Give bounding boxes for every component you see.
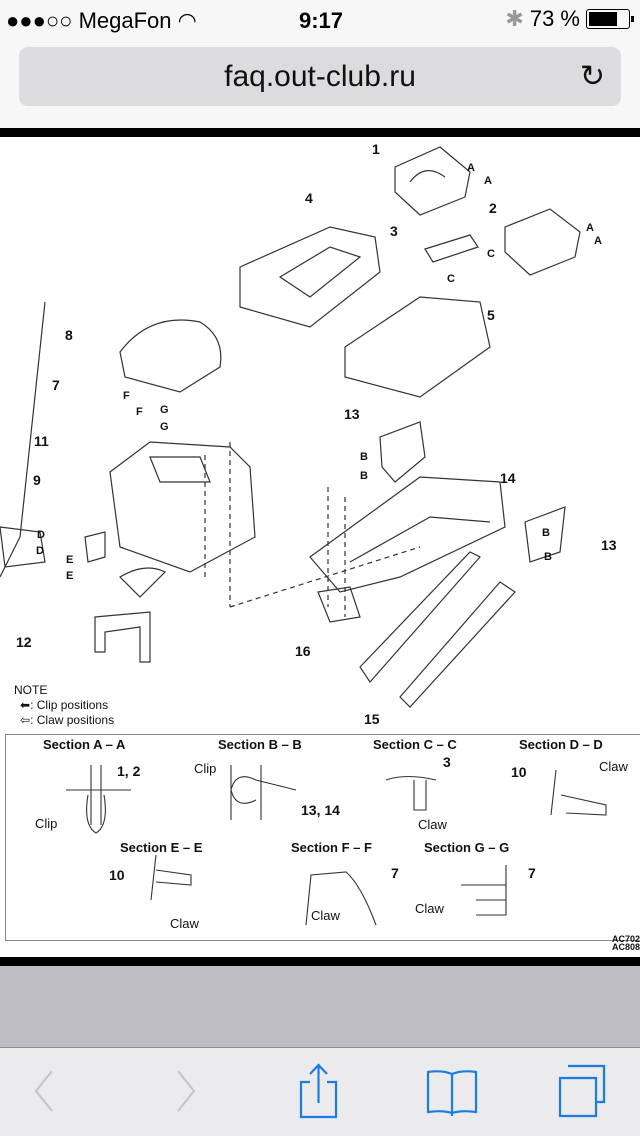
section-c-title: Section C – C <box>373 737 457 752</box>
reload-icon[interactable]: ↻ <box>579 60 605 93</box>
label-f: F <box>136 406 143 418</box>
section-drawings <box>66 765 607 926</box>
label-e: E <box>66 570 74 582</box>
image-border-bottom <box>0 957 640 966</box>
callout: 10 <box>511 764 527 780</box>
label-4: 4 <box>305 190 313 206</box>
label-11: 11 <box>34 433 49 449</box>
callout: Clip <box>194 761 217 776</box>
section-g-title: Section G – G <box>424 840 510 855</box>
part-13-left <box>379 421 426 483</box>
label-a: A <box>594 235 602 247</box>
label-g: G <box>160 404 169 416</box>
signal-icon: ●●●○○ <box>6 8 73 33</box>
label-12: 12 <box>16 634 32 650</box>
part-4 <box>239 226 381 328</box>
image-border-top <box>0 128 640 137</box>
leader-line <box>0 301 46 578</box>
section-f-title: Section F – F <box>291 840 372 855</box>
label-8: 8 <box>65 327 73 343</box>
part-8-armrest <box>119 319 222 393</box>
part-16 <box>317 586 361 623</box>
browser-toolbar <box>0 1048 640 1136</box>
section-d-title: Section D – D <box>519 737 603 752</box>
section-views: Section A – A 1, 2 Clip Section B – B Cl… <box>5 734 640 941</box>
diagram-drawing <box>0 146 581 708</box>
label-b: B <box>544 551 552 563</box>
part-11 <box>109 441 256 573</box>
part-13-right <box>524 506 566 563</box>
page-background <box>0 966 640 1048</box>
label-a: A <box>586 222 594 234</box>
callout: 10 <box>109 867 125 883</box>
label-1: 1 <box>372 141 380 157</box>
label-b: B <box>542 527 550 539</box>
label-e: E <box>66 554 74 566</box>
carrier: MegaFon <box>78 8 172 33</box>
part-cup-holder-1 <box>394 146 471 216</box>
part-9 <box>84 531 167 598</box>
callout: Claw <box>418 817 447 832</box>
part-14-bracket <box>309 476 506 593</box>
part-3 <box>424 234 479 263</box>
label-9: 9 <box>33 472 41 488</box>
label-15: 15 <box>364 711 380 727</box>
label-a: A <box>484 175 492 187</box>
label-13: 13 <box>344 406 360 422</box>
section-b-title: Section B – B <box>218 737 302 752</box>
forward-icon[interactable] <box>170 1066 200 1116</box>
callout: Claw <box>170 916 199 931</box>
callout: Clip <box>35 816 58 831</box>
tabs-icon[interactable] <box>556 1064 608 1118</box>
label-g: G <box>160 421 169 433</box>
callout: 13, 14 <box>301 802 340 818</box>
dashed-guides <box>204 442 421 617</box>
address-bar[interactable]: faq.out-club.ru ↻ <box>19 47 621 106</box>
label-16: 16 <box>295 643 311 659</box>
callout: Claw <box>311 908 340 923</box>
wifi-icon: ◠ <box>177 8 197 33</box>
label-d: D <box>36 545 44 557</box>
bluetooth-icon: ✱ <box>505 6 524 31</box>
callout: Claw <box>415 901 444 916</box>
callout: 7 <box>391 865 399 881</box>
status-bar: ●●●○○ MegaFon ◠ 9:17 ✱73 % <box>0 0 640 40</box>
section-e-title: Section E – E <box>120 840 203 855</box>
label-14: 14 <box>500 470 516 486</box>
label-a: A <box>467 162 475 174</box>
part-15-duct <box>359 551 516 708</box>
label-3: 3 <box>390 223 398 239</box>
callout: Claw <box>599 759 628 774</box>
share-icon[interactable] <box>298 1063 340 1119</box>
diagram-image: 1 A A 2 A A 4 3 C C 5 8 7 F F G G 11 13 … <box>0 137 640 957</box>
label-b: B <box>360 451 368 463</box>
callout: 7 <box>528 865 536 881</box>
url-text: faq.out-club.ru <box>224 60 416 93</box>
battery-percent: 73 % <box>529 6 580 31</box>
label-5: 5 <box>487 307 495 323</box>
label-b: B <box>360 470 368 482</box>
callout: 1, 2 <box>117 763 141 779</box>
label-7: 7 <box>52 377 60 393</box>
clock: 9:17 <box>299 8 344 33</box>
back-icon[interactable] <box>30 1066 60 1116</box>
battery-icon <box>586 9 634 29</box>
part-5 <box>344 296 491 398</box>
claw-arrow-icon: ⇦ <box>20 713 31 727</box>
code-2: AC808 <box>612 942 640 952</box>
label-d: D <box>37 529 45 541</box>
part-cup-holder-2 <box>504 208 581 276</box>
callout: 3 <box>443 754 451 770</box>
label-f: F <box>123 390 130 402</box>
section-a-title: Section A – A <box>43 737 126 752</box>
bookmarks-icon[interactable] <box>424 1068 480 1118</box>
label-2: 2 <box>489 200 497 216</box>
label-c: C <box>487 248 495 260</box>
part-10-switch <box>0 526 46 568</box>
code-1: AC702 <box>612 934 640 944</box>
part-12 <box>94 611 151 663</box>
label-c: C <box>447 273 455 285</box>
label-13: 13 <box>601 537 617 553</box>
clip-arrow-icon: ⬅ <box>20 698 31 712</box>
